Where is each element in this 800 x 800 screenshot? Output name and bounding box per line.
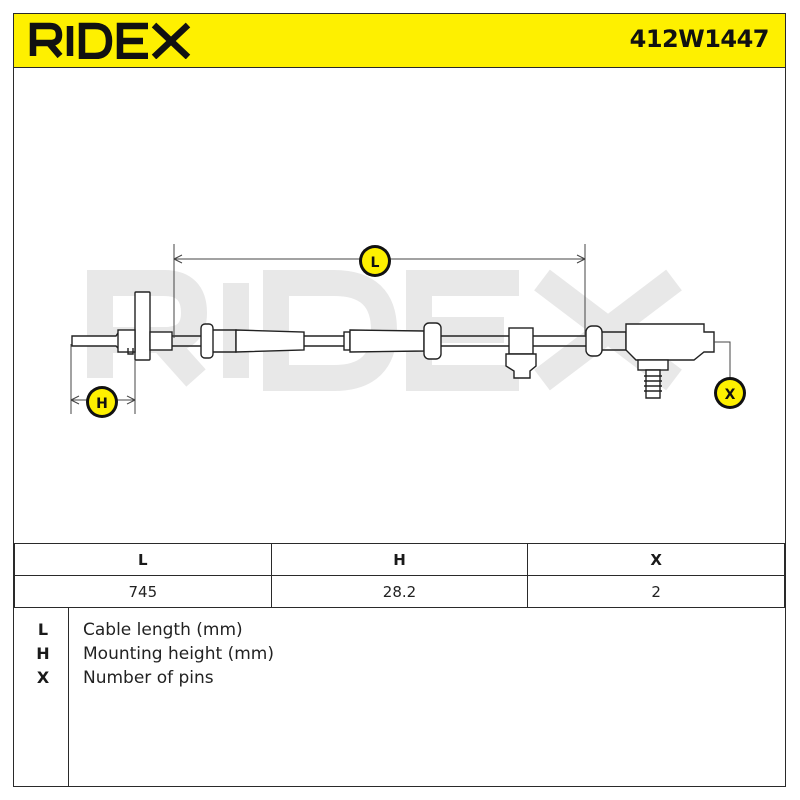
spec-value-h: 28.2 bbox=[270, 575, 529, 608]
legend-divider bbox=[68, 607, 69, 787]
legend-key: H bbox=[36, 644, 50, 663]
spec-value-row: 745 28.2 2 bbox=[14, 575, 785, 608]
header-bar: 412W1447 bbox=[14, 14, 785, 68]
legend-row-x: X Number of pins bbox=[14, 666, 785, 690]
dim-X-leader bbox=[714, 341, 731, 393]
legend-description: Cable length (mm) bbox=[83, 620, 243, 640]
spec-header-x: X bbox=[527, 543, 785, 576]
protective-sleeve-2 bbox=[349, 329, 425, 353]
legend-description: Mounting height (mm) bbox=[83, 644, 274, 664]
dim-label-H: H bbox=[86, 386, 118, 418]
sensor-drawing: L H X bbox=[70, 244, 746, 418]
spec-value-l: 745 bbox=[14, 575, 272, 608]
holder-clip bbox=[505, 353, 537, 379]
dim-label-L: L bbox=[359, 245, 391, 277]
mounting-flange bbox=[134, 291, 151, 361]
label-X: X bbox=[725, 387, 736, 403]
legend-key: X bbox=[36, 668, 50, 687]
product-sheet: 412W1447 bbox=[13, 13, 786, 787]
grommet-1 bbox=[200, 323, 214, 359]
spec-header-h: H bbox=[270, 543, 529, 576]
label-H: H bbox=[96, 396, 108, 412]
spec-header-l: L bbox=[14, 543, 272, 576]
brand-logo bbox=[29, 22, 191, 59]
cable-holder bbox=[508, 327, 534, 355]
legend: L Cable length (mm) H Mounting height (m… bbox=[14, 607, 785, 787]
connector-plug bbox=[645, 369, 661, 399]
spec-header-row: L H X bbox=[14, 543, 785, 576]
sensor-neck bbox=[149, 331, 173, 351]
cable-segment bbox=[172, 335, 201, 347]
protective-sleeve-1 bbox=[235, 329, 305, 353]
spec-value-x: 2 bbox=[527, 575, 785, 608]
connector-boot bbox=[585, 325, 603, 357]
dim-label-X: X bbox=[714, 377, 746, 409]
connector-housing bbox=[625, 323, 715, 361]
legend-key: L bbox=[37, 620, 49, 639]
legend-description: Number of pins bbox=[83, 668, 214, 688]
sensor-body bbox=[117, 329, 136, 353]
label-L: L bbox=[371, 255, 380, 271]
clip-ring bbox=[343, 331, 351, 351]
connector-latch bbox=[637, 359, 669, 371]
legend-row-l: L Cable length (mm) bbox=[14, 618, 785, 642]
legend-row-h: H Mounting height (mm) bbox=[14, 642, 785, 666]
grommet-2 bbox=[423, 322, 442, 360]
spec-table: L H X 745 28.2 2 bbox=[14, 543, 785, 608]
part-number: 412W1447 bbox=[629, 25, 770, 53]
